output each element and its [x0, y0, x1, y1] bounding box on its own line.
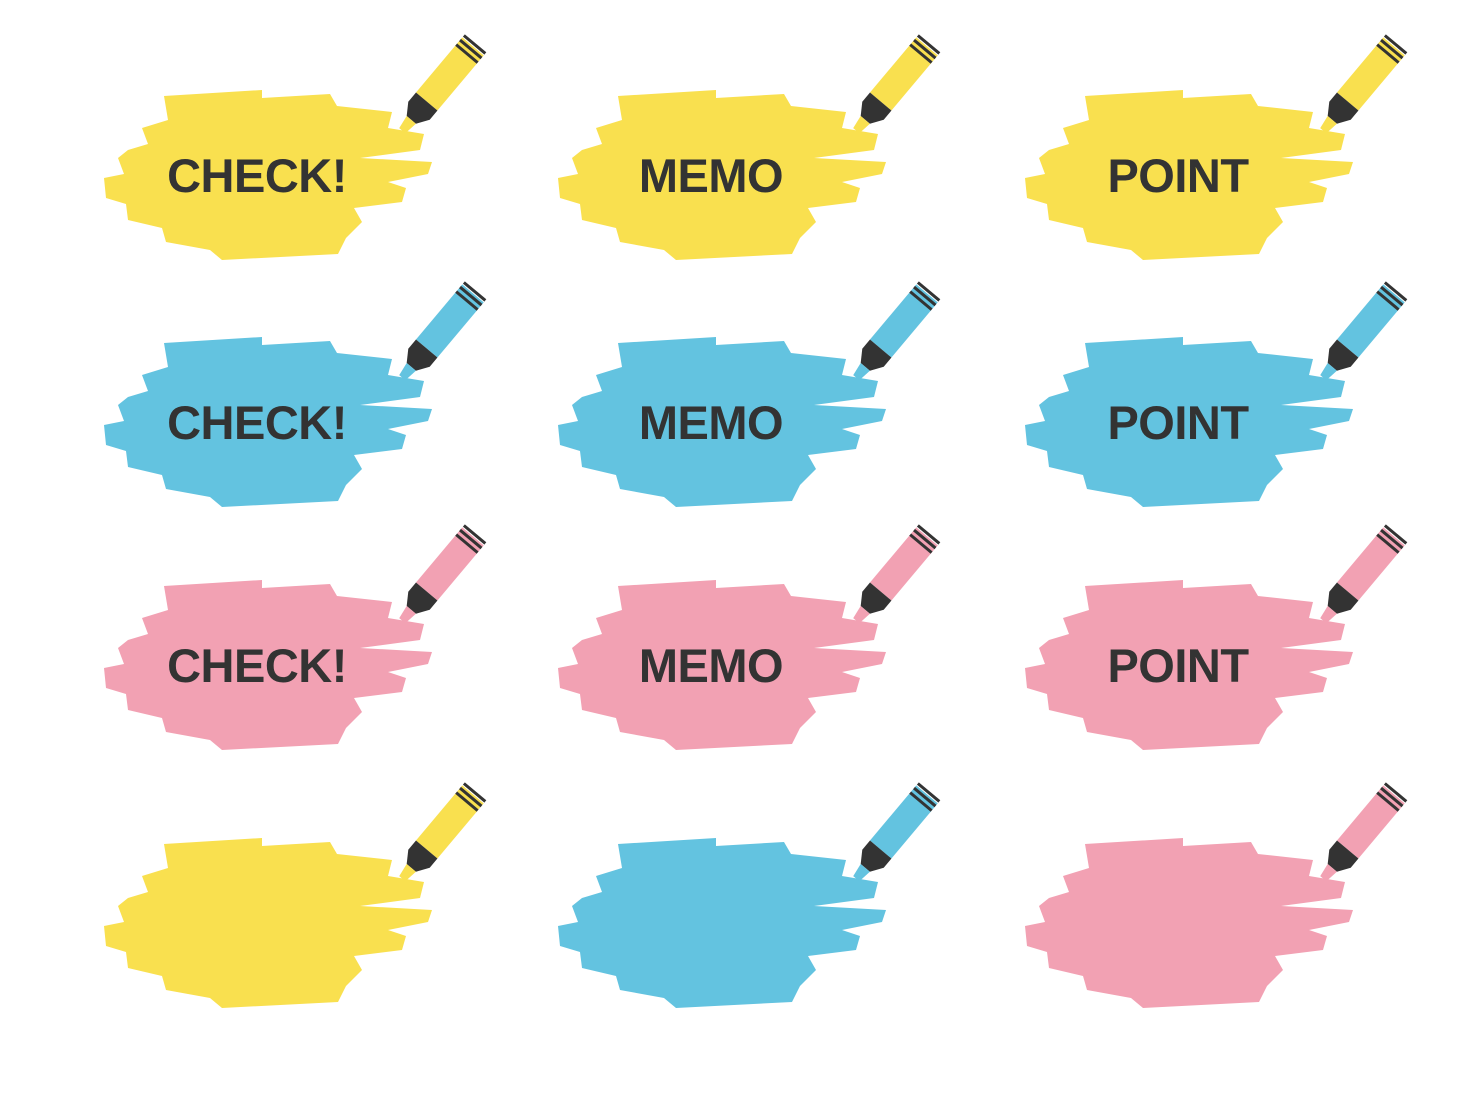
sticker-label: MEMO	[638, 639, 784, 692]
highlighter-icon	[1320, 782, 1408, 882]
highlighter-icon	[853, 34, 941, 134]
highlight-sticker: CHECK!	[102, 520, 487, 760]
highlight-blob	[558, 838, 886, 1008]
highlight-blob	[1025, 337, 1353, 507]
sticker-label: MEMO	[638, 396, 784, 449]
highlighter-icon	[399, 524, 487, 624]
sticker-label: POINT	[1107, 396, 1249, 449]
highlight-blob	[1025, 90, 1353, 260]
highlight-blob	[558, 90, 886, 260]
highlighter-icon	[1320, 34, 1408, 134]
highlight-blob	[558, 580, 886, 750]
sticker-label: CHECK!	[167, 639, 347, 692]
highlight-sticker: POINT	[1023, 30, 1408, 270]
highlight-blob	[104, 337, 432, 507]
highlight-blob	[104, 580, 432, 750]
highlighter-icon	[1320, 524, 1408, 624]
highlighter-icon	[399, 782, 487, 882]
highlighter-icon	[399, 34, 487, 134]
sticker-label: POINT	[1107, 149, 1249, 202]
highlight-sticker: POINT	[1023, 277, 1408, 517]
highlight-blob	[1025, 580, 1353, 750]
highlight-sticker	[556, 778, 941, 1018]
highlight-sticker: POINT	[1023, 520, 1408, 760]
highlight-sticker: CHECK!	[102, 30, 487, 270]
highlight-blob	[104, 90, 432, 260]
highlight-blob	[104, 838, 432, 1008]
highlighter-icon	[853, 782, 941, 882]
sticker-label: POINT	[1107, 639, 1249, 692]
highlight-sticker: MEMO	[556, 30, 941, 270]
highlight-sticker: MEMO	[556, 277, 941, 517]
sticker-label: CHECK!	[167, 396, 347, 449]
highlight-blob	[558, 337, 886, 507]
highlight-blob	[1025, 838, 1353, 1008]
highlighter-icon	[853, 281, 941, 381]
highlighter-icon	[399, 281, 487, 381]
highlight-sticker: MEMO	[556, 520, 941, 760]
highlight-sticker: CHECK!	[102, 277, 487, 517]
highlight-sticker	[1023, 778, 1408, 1018]
sticker-label: CHECK!	[167, 149, 347, 202]
sticker-label: MEMO	[638, 149, 784, 202]
highlight-sticker	[102, 778, 487, 1018]
highlighter-icon	[1320, 281, 1408, 381]
highlighter-icon	[853, 524, 941, 624]
